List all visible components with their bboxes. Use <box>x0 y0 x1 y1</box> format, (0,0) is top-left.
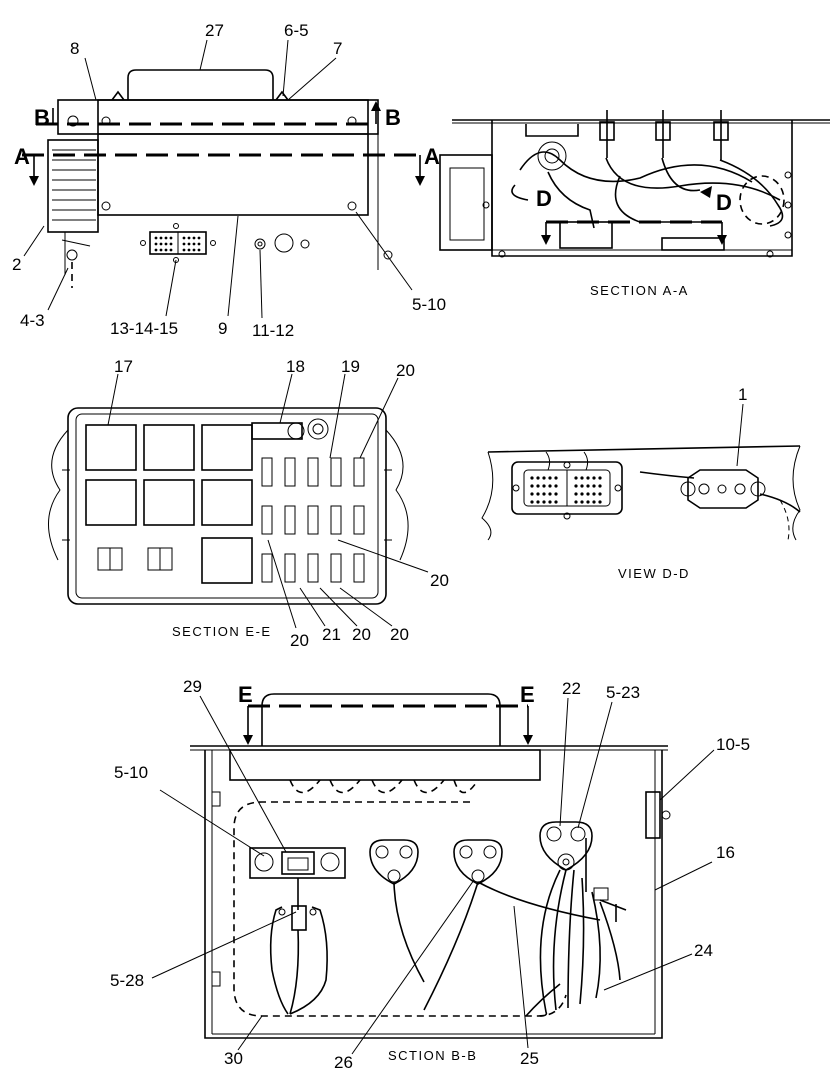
callout-18: 18 <box>286 357 305 376</box>
caption-section-ee: SECTION E-E <box>172 624 272 639</box>
callout-19: 19 <box>341 357 360 376</box>
top-view: B B A A 27 6-5 7 8 2 4-3 13-14-15 9 11-1… <box>12 21 446 340</box>
callout-6-5: 6-5 <box>284 21 309 40</box>
bb-terminal-2 <box>453 839 503 885</box>
section-ee: 17 18 19 20 20 20 21 20 20 SECTION E-E <box>48 357 449 650</box>
callout-13-14-15: 13-14-15 <box>110 319 178 338</box>
bb-cover <box>261 693 501 746</box>
callout-1: 1 <box>738 385 747 404</box>
section-aa: D D SECTION A-A <box>439 110 830 298</box>
callout-30: 30 <box>224 1049 243 1068</box>
callout-27: 27 <box>205 21 224 40</box>
bb-module <box>229 749 541 781</box>
ee-relay-5 <box>143 479 195 526</box>
ee-relay-2 <box>143 424 195 471</box>
callout-5-10-bottom: 5-10 <box>114 763 148 782</box>
callout-5-23: 5-23 <box>606 683 640 702</box>
section-bb: E E 29 22 5-23 10-5 16 5-10 5-28 24 30 2… <box>110 677 750 1072</box>
section-marker-e-left: E <box>238 682 253 707</box>
view-dd: 1 VIEW D-D <box>481 385 801 581</box>
callout-4-3: 4-3 <box>20 311 45 330</box>
callout-22: 22 <box>562 679 581 698</box>
section-marker-a-right: A <box>424 144 440 169</box>
ee-relay-1 <box>85 424 137 471</box>
section-marker-e-right: E <box>520 682 535 707</box>
callout-20-d: 20 <box>352 625 371 644</box>
callout-9: 9 <box>218 319 227 338</box>
section-marker-b-right: B <box>385 105 401 130</box>
callout-16: 16 <box>716 843 735 862</box>
callout-5-10-top: 5-10 <box>412 295 446 314</box>
section-marker-b-left: B <box>34 105 50 130</box>
callout-20-a: 20 <box>396 361 415 380</box>
callout-25: 25 <box>520 1049 539 1068</box>
bb-housing <box>204 750 663 1039</box>
caption-section-bb: SCTION B-B <box>388 1048 477 1063</box>
callout-24: 24 <box>694 941 713 960</box>
callout-11-12: 11-12 <box>252 321 294 340</box>
caption-view-dd: VIEW D-D <box>618 566 690 581</box>
ee-housing <box>67 407 387 605</box>
callout-7: 7 <box>333 39 342 58</box>
ee-fuse-holder <box>251 422 303 440</box>
bb-bracket <box>645 791 661 839</box>
callout-5-28: 5-28 <box>110 971 144 990</box>
top-housing <box>97 99 369 216</box>
callout-20-c: 20 <box>290 631 309 650</box>
callout-20-e: 20 <box>390 625 409 644</box>
ee-relay-4 <box>85 479 137 526</box>
callout-2: 2 <box>12 255 21 274</box>
ee-relay-3 <box>201 424 253 471</box>
callout-8: 8 <box>70 39 79 58</box>
callout-10-5: 10-5 <box>716 735 750 754</box>
ee-fuses <box>261 457 365 583</box>
aa-terminal-block <box>559 221 613 249</box>
callout-17: 17 <box>114 357 133 376</box>
dd-connector-pins <box>530 476 602 504</box>
bb-terminal-1 <box>369 839 419 885</box>
section-marker-d-right: D <box>716 190 732 215</box>
bb-terminal-3 <box>539 821 593 871</box>
aa-heat-sink <box>439 154 493 251</box>
dd-relay <box>687 469 759 509</box>
top-screw-left <box>111 90 125 101</box>
ee-relay-6 <box>201 479 253 526</box>
caption-section-aa: SECTION A-A <box>590 283 689 298</box>
top-heat-sink <box>47 139 99 233</box>
callout-29: 29 <box>183 677 202 696</box>
callout-20-b: 20 <box>430 571 449 590</box>
top-cover <box>127 69 274 100</box>
dd-plate-top <box>487 445 801 453</box>
callout-21: 21 <box>322 625 341 644</box>
top-screw-right <box>275 90 289 101</box>
callout-26: 26 <box>334 1053 353 1072</box>
section-marker-a-left: A <box>14 144 30 169</box>
ee-relay-7 <box>201 537 253 584</box>
section-marker-d-left: D <box>536 186 552 211</box>
top-connector-pins <box>154 236 201 252</box>
